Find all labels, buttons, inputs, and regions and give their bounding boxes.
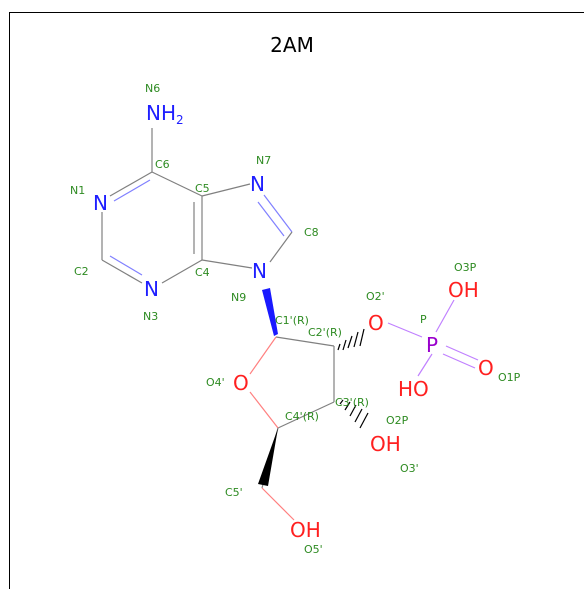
label-o3p-oh: O3' — [400, 462, 419, 475]
label-o2p-ho: O2P — [386, 414, 409, 427]
bond-c3p-c4p — [277, 401, 335, 429]
atom-o3p-oh: OH — [448, 278, 479, 302]
bond-n9-c4 — [201, 259, 253, 269]
label-c6: C6 — [155, 158, 170, 171]
bond-c4p-o4p — [249, 391, 279, 429]
hash-c3p-o3p — [339, 399, 369, 429]
atoms: NH2 N N N N O O OH OH P O HO OH — [93, 101, 494, 542]
atom-n1: N — [93, 191, 108, 215]
bond-c8-n9 — [269, 231, 293, 263]
atom-o1p: O — [478, 356, 494, 380]
label-c3p: C3'(R) — [335, 396, 369, 409]
label-o2p: O2' — [366, 290, 385, 303]
bond-c6-n1 — [109, 171, 153, 197]
atom-o3p: OH — [370, 432, 401, 456]
atom-p: P — [426, 333, 438, 357]
label-o3p: O3P — [454, 261, 477, 274]
bond-n7-c8 — [263, 194, 293, 233]
atom-n6: NH2 — [146, 101, 184, 127]
bonds — [101, 128, 479, 521]
label-n9: N9 — [231, 291, 246, 304]
bond-p-o3p — [435, 299, 455, 333]
label-o5p: O5' — [304, 543, 323, 556]
label-o4p: O4' — [206, 376, 225, 389]
bond-c5p-o5p — [261, 487, 295, 521]
bond-c5-n7 — [201, 183, 251, 197]
label-p: P — [420, 313, 427, 326]
label-c2: C2 — [74, 265, 89, 278]
bond-o2p-p — [387, 322, 423, 338]
bond-p-o1p — [445, 345, 479, 361]
label-c5p: C5' — [225, 486, 243, 499]
atom-o2p: O — [368, 311, 384, 335]
diagram-title: 2AM — [270, 33, 314, 57]
label-c2p: C2'(R) — [308, 326, 342, 339]
bond-p-o2p — [417, 353, 433, 377]
bond-o4p-c1p — [249, 336, 277, 375]
bond-c1p-c2p — [275, 336, 335, 347]
hash-c2p-o2p — [337, 328, 365, 351]
atom-o2p-ho: HO — [398, 377, 429, 401]
diagram-frame — [9, 12, 584, 589]
atom-labels: N6 C6 N1 C5 N7 C8 C2 C4 N3 N9 C1'(R) C2'… — [70, 82, 521, 556]
bond-c6-n1-double — [113, 179, 151, 202]
atom-n3: N — [144, 277, 159, 301]
label-o1p: O1P — [498, 371, 521, 384]
label-c5: C5 — [195, 182, 210, 195]
bond-n3-c4 — [161, 259, 203, 284]
bond-c5-c6 — [151, 171, 203, 197]
label-c8: C8 — [304, 226, 319, 239]
bond-n7-c8-double — [257, 201, 285, 237]
label-c4p: C4'(R) — [285, 410, 319, 423]
atom-o5p: OH — [290, 518, 321, 542]
atom-o4p: O — [233, 371, 249, 395]
label-c1p: C1'(R) — [275, 314, 309, 327]
bond-p-o1p-double — [442, 353, 476, 369]
atom-n9: N — [252, 259, 267, 283]
label-n3: N3 — [143, 310, 158, 323]
wedge-c1p-n9 — [262, 288, 278, 336]
label-n1: N1 — [70, 184, 85, 197]
atom-n7: N — [250, 172, 265, 196]
label-n6: N6 — [145, 82, 160, 95]
wedge-c4p-c5p — [258, 428, 278, 486]
label-n7: N7 — [256, 154, 271, 167]
label-c4: C4 — [195, 266, 210, 279]
bond-c2-n3 — [101, 259, 143, 284]
bond-c2-n3-double — [109, 255, 143, 276]
